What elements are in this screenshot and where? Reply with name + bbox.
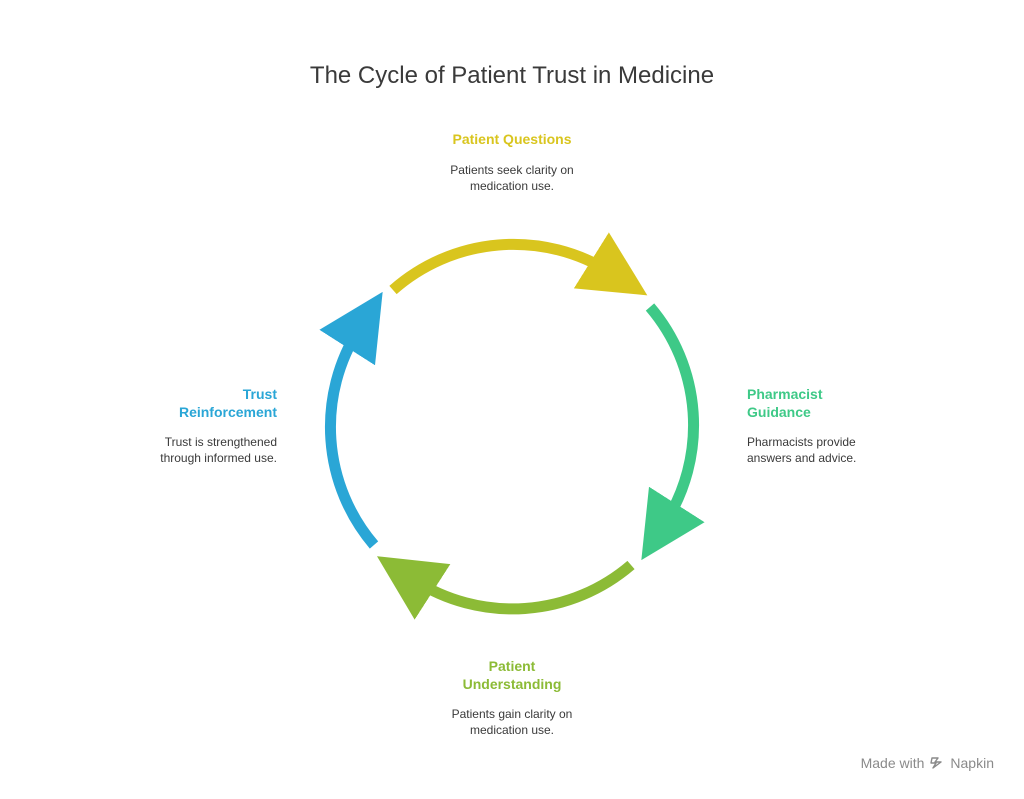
stage-title-trust-reinforcement: Trust Reinforcement: [97, 385, 277, 421]
made-with-napkin-badge[interactable]: Made with Napkin: [861, 755, 994, 771]
arc-patient-understanding: [376, 556, 635, 620]
stage-desc-patient-understanding: Patients gain clarity on medication use.: [362, 706, 662, 738]
stage-title-line: Understanding: [462, 676, 562, 692]
stage-desc-line: medication use.: [469, 179, 555, 193]
stage-desc-line: Patients gain clarity on: [451, 707, 573, 721]
stage-title-line: Reinforcement: [178, 404, 277, 420]
arc-patient-questions: [389, 232, 648, 296]
arc-trust-reinforcement: [319, 291, 383, 549]
stage-title-line: Patient Questions: [452, 131, 572, 147]
stage-desc-line: through informed use.: [160, 451, 277, 465]
stage-desc-pharmacist-guidance: Pharmacists provide answers and advice.: [747, 434, 947, 466]
stage-desc-line: answers and advice.: [747, 451, 857, 465]
arc-pharmacist-guidance: [641, 303, 705, 561]
stage-title-line: Trust: [242, 386, 277, 402]
stage-desc-patient-questions: Patients seek clarity on medication use.: [362, 162, 662, 194]
stage-desc-line: Patients seek clarity on: [450, 163, 574, 177]
napkin-logo-icon: [930, 757, 943, 769]
stage-desc-line: Pharmacists provide: [747, 435, 856, 449]
stage-title-line: Guidance: [747, 404, 811, 420]
stage-desc-line: Trust is strengthened: [164, 435, 277, 449]
stage-title-patient-questions: Patient Questions: [362, 130, 662, 148]
stage-desc-line: medication use.: [469, 723, 555, 737]
stage-desc-trust-reinforcement: Trust is strengthened through informed u…: [97, 434, 277, 466]
napkin-brand-label: Napkin: [950, 755, 994, 771]
made-with-label: Made with: [860, 755, 925, 771]
stage-title-line: Pharmacist: [747, 386, 823, 402]
stage-title-pharmacist-guidance: Pharmacist Guidance: [747, 385, 907, 421]
stage-title-line: Patient: [488, 658, 536, 674]
stage-title-patient-understanding: Patient Understanding: [362, 657, 662, 693]
diagram-title: The Cycle of Patient Trust in Medicine: [309, 62, 715, 89]
